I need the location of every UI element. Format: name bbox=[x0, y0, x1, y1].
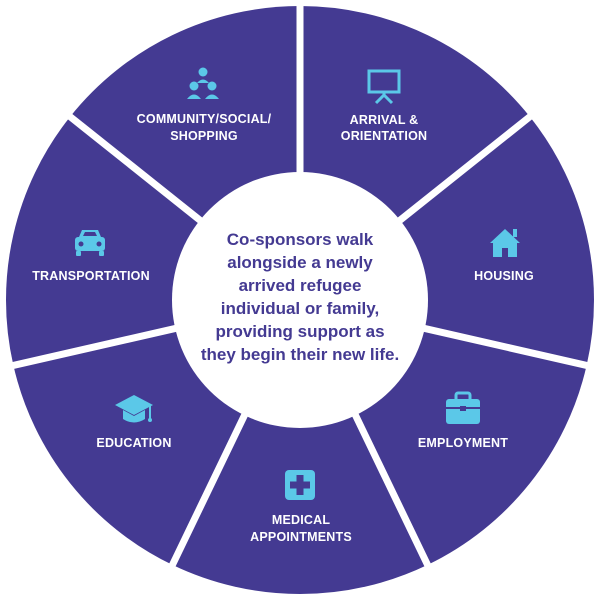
segment-label-medical-line-2: APPOINTMENTS bbox=[250, 530, 352, 544]
segment-label-community-line-1: COMMUNITY/SOCIAL/ bbox=[137, 112, 272, 126]
segment-transportation: TRANSPORTATION bbox=[32, 230, 150, 283]
briefcase-icon bbox=[446, 391, 480, 424]
segment-label-arrival-line-1: ARRIVAL & bbox=[350, 113, 419, 127]
wheel-segment-4 bbox=[172, 300, 428, 594]
segment-arrival-orientation: ARRIVAL & ORIENTATION bbox=[341, 69, 427, 143]
car-icon bbox=[75, 230, 105, 256]
graduation-cap-icon bbox=[115, 395, 153, 423]
people-group-icon bbox=[187, 67, 219, 99]
segment-label-arrival-line-2: ORIENTATION bbox=[341, 129, 427, 143]
center-text-line-4: individual or family, bbox=[221, 299, 379, 318]
center-text-line-1: Co-sponsors walk bbox=[227, 230, 374, 249]
segment-label-education: EDUCATION bbox=[96, 436, 171, 450]
segment-label-community-line-2: SHOPPING bbox=[170, 129, 238, 143]
segment-education: EDUCATION bbox=[96, 395, 171, 450]
segment-housing: HOUSING bbox=[474, 229, 534, 283]
medical-cross-icon bbox=[285, 470, 315, 500]
segment-label-housing: HOUSING bbox=[474, 269, 534, 283]
segment-medical-appointments: MEDICAL APPOINTMENTS bbox=[250, 470, 352, 544]
center-text-line-2: alongside a newly bbox=[227, 253, 373, 272]
segment-label-medical-line-1: MEDICAL bbox=[272, 513, 331, 527]
center-message: Co-sponsors walk alongside a newly arriv… bbox=[201, 230, 399, 364]
center-text-line-3: arrived refugee bbox=[239, 276, 362, 295]
center-text-line-6: they begin their new life. bbox=[201, 345, 399, 364]
segment-community-social-shopping: COMMUNITY/SOCIAL/ SHOPPING bbox=[137, 67, 272, 143]
center-text-line-5: providing support as bbox=[215, 322, 384, 341]
house-icon bbox=[490, 229, 520, 257]
segment-label-employment: EMPLOYMENT bbox=[418, 436, 508, 450]
segment-employment: EMPLOYMENT bbox=[418, 391, 508, 450]
presentation-board-icon bbox=[367, 69, 401, 105]
center-circle bbox=[172, 172, 428, 428]
segment-label-transportation: TRANSPORTATION bbox=[32, 269, 150, 283]
